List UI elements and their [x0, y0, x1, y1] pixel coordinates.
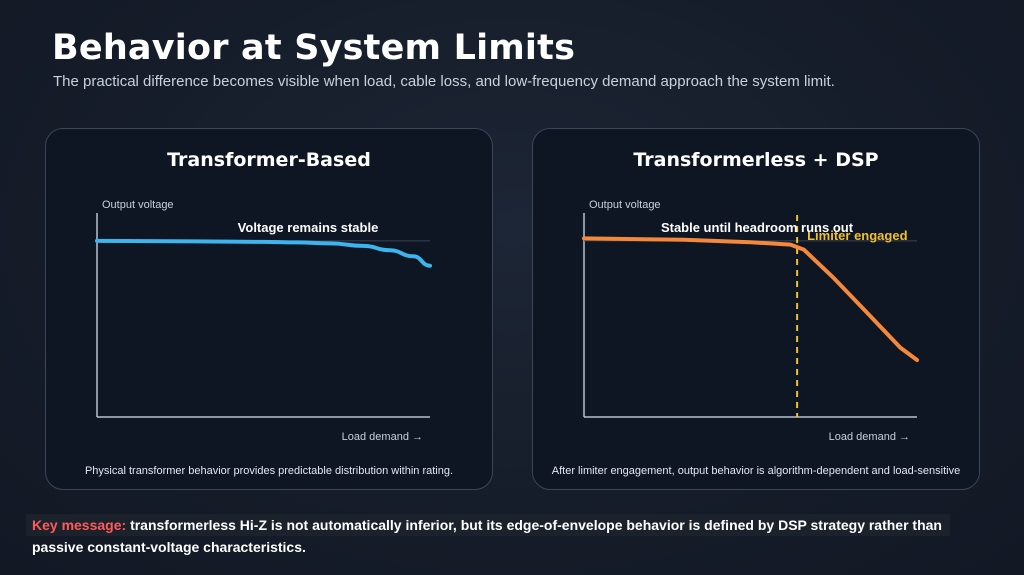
- transformer-chart-svg: Output voltage Load demand → Voltage rem…: [95, 199, 432, 443]
- dsp-x-axis-label: Load demand →: [829, 431, 910, 443]
- dsp-limiter-label: Limiter engaged: [807, 228, 907, 243]
- dsp-stable-annotation: Stable until headroom runs out: [661, 220, 854, 235]
- dsp-y-axis-label: Output voltage: [589, 199, 661, 211]
- key-message-line1: Key message: transformerless Hi-Z is not…: [26, 514, 950, 536]
- dsp-chart-title: Transformerless + DSP: [633, 149, 879, 171]
- dsp-voltage-curve: [582, 236, 919, 362]
- dsp-chart-panel: Transformerless + DSP Limiter engaged Ou…: [532, 128, 980, 490]
- transformer-y-axis-label: Output voltage: [102, 199, 174, 211]
- transformer-chart-panel: Transformer-Based Output voltage Load de…: [45, 128, 493, 490]
- transformer-chart-title: Transformer-Based: [167, 149, 371, 171]
- page-title: Behavior at System Limits: [52, 28, 576, 68]
- dsp-caption: After limiter engagement, output behavio…: [551, 465, 961, 477]
- key-message-text-line2: passive constant-voltage characteristics…: [32, 539, 306, 555]
- page-subtitle: The practical difference becomes visible…: [53, 73, 835, 90]
- key-message-text-line1: transformerless Hi-Z is not automaticall…: [130, 517, 942, 533]
- key-message-label: Key message:: [32, 517, 127, 533]
- transformer-voltage-curve: [95, 238, 432, 268]
- key-message: Key message: transformerless Hi-Z is not…: [26, 514, 1001, 558]
- transformer-stable-annotation: Voltage remains stable: [238, 220, 379, 235]
- transformer-caption: Physical transformer behavior provides p…: [84, 465, 454, 477]
- dsp-chart-svg: Limiter engaged Output voltage Load dema…: [582, 199, 919, 443]
- transformer-x-axis-label: Load demand →: [342, 431, 423, 443]
